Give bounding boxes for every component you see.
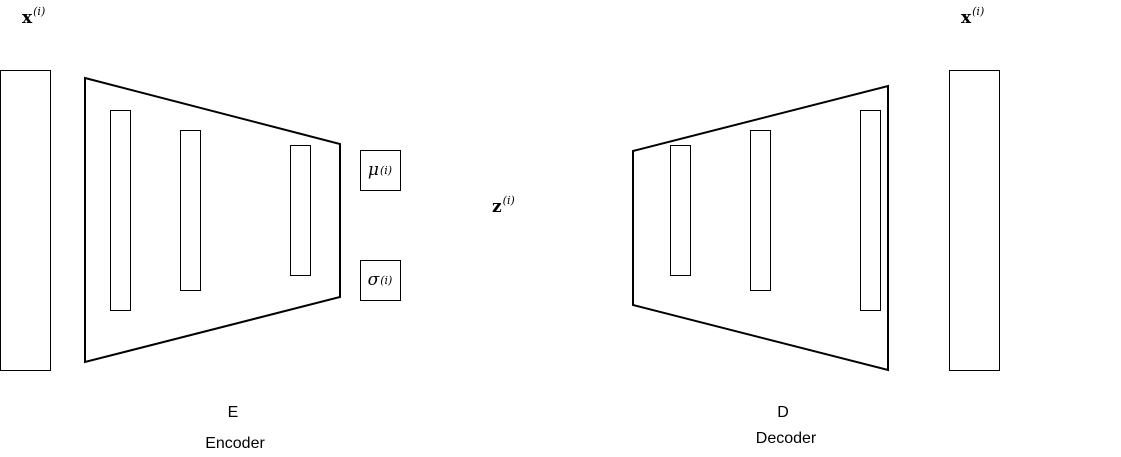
decoder-symbol: D <box>777 404 789 421</box>
encoder-layer-2 <box>180 130 201 291</box>
encoder-layer-3 <box>290 145 311 276</box>
output-label: x(i) <box>961 6 984 27</box>
mu-box <box>360 150 401 191</box>
sigma-label-base: σ <box>367 270 380 290</box>
latent-label-sup: (i) <box>502 194 515 207</box>
output-vector-box <box>949 70 1000 371</box>
encoder-symbol: E <box>227 404 239 421</box>
mu-label: μ(i) <box>361 151 399 189</box>
encoder-layer-1 <box>110 110 131 311</box>
latent-label-base: z <box>492 197 502 217</box>
mu-label-sup: (i) <box>379 163 393 177</box>
encoder-name: Encoder <box>205 435 265 452</box>
sigma-box <box>360 260 401 301</box>
input-label-base: x <box>22 8 33 28</box>
input-label: x(i) <box>22 6 45 27</box>
latent-label: z(i) <box>492 195 515 216</box>
input-vector-box <box>0 70 51 371</box>
output-label-base: x <box>961 8 972 28</box>
mu-label-base: μ <box>367 160 379 180</box>
decoder-layer-3 <box>860 110 881 311</box>
sigma-label: σ(i) <box>361 261 399 299</box>
decoder-layer-1 <box>670 145 691 276</box>
decoder-name: Decoder <box>755 430 817 447</box>
output-label-sup: (i) <box>972 5 985 18</box>
decoder-layer-2 <box>750 130 771 291</box>
encoder-trapezoid <box>84 76 341 364</box>
input-label-sup: (i) <box>33 5 46 18</box>
sigma-label-sup: (i) <box>380 273 393 287</box>
